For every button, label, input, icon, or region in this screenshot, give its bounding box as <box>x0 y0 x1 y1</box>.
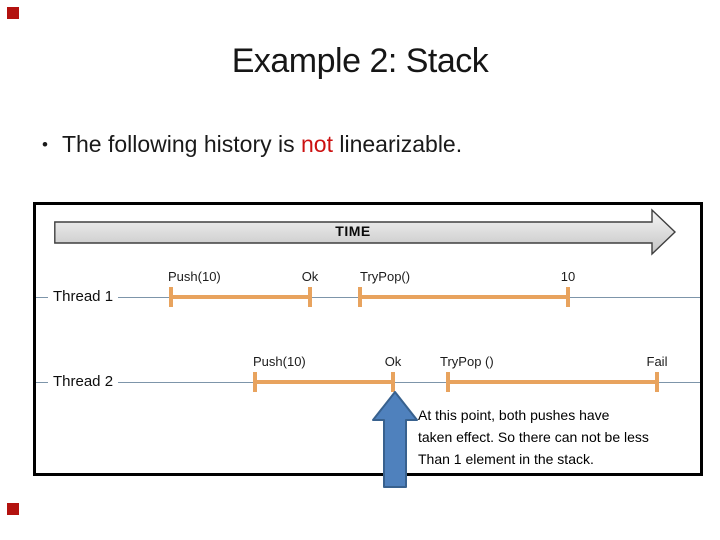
interval-tick <box>566 287 570 307</box>
op-response-label: Ok <box>301 269 319 284</box>
op-response-label: 10 <box>560 269 576 284</box>
thread2-push-interval <box>255 380 393 384</box>
red-corner-marker-bottom <box>7 503 19 515</box>
op-invocation-label: Push(10) <box>168 269 221 284</box>
bullet-text-after: linearizable. <box>332 131 463 157</box>
op-invocation-label: Push(10) <box>253 354 306 369</box>
emphasis-word: not <box>301 131 333 157</box>
op-invocation-label: TryPop () <box>440 354 494 369</box>
interval-tick <box>308 287 312 307</box>
interval-tick <box>169 287 173 307</box>
op-invocation-label: TryPop() <box>360 269 411 284</box>
thread2-trypop-interval <box>448 380 657 384</box>
history-diagram-box <box>33 202 703 476</box>
time-arrow-icon <box>54 208 677 256</box>
bullet-item: • The following history is not linearizab… <box>42 131 462 158</box>
red-corner-marker-top <box>7 7 19 19</box>
thread1-label: Thread 1 <box>48 288 119 306</box>
thread2-label: Thread 2 <box>48 373 119 391</box>
interval-tick <box>391 372 395 392</box>
annotation-line: taken effect. So there can not be less <box>418 429 649 445</box>
op-response-label: Ok <box>384 354 402 369</box>
interval-tick <box>358 287 362 307</box>
annotation-line: Than 1 element in the stack. <box>418 451 594 467</box>
annotation-line: At this point, both pushes have <box>418 407 610 423</box>
slide-title: Example 2: Stack <box>231 42 489 80</box>
interval-tick <box>253 372 257 392</box>
op-response-label: Fail <box>646 354 668 369</box>
interval-tick <box>446 372 450 392</box>
up-arrow-icon <box>372 391 418 488</box>
time-arrow-label: TIME <box>335 223 371 239</box>
annotation-text: At this point, both pushes have taken ef… <box>418 404 703 470</box>
thread1-push-interval <box>171 295 310 299</box>
bullet-icon: • <box>42 135 48 154</box>
interval-tick <box>655 372 659 392</box>
thread1-trypop-interval <box>360 295 568 299</box>
bullet-text-before: The following history is <box>61 131 301 157</box>
